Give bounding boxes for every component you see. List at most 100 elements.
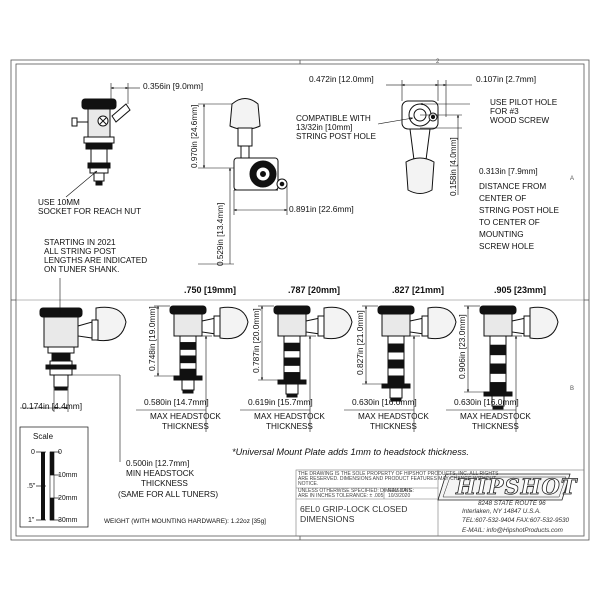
scale-box <box>19 426 89 528</box>
tuner-shank-segment <box>387 351 405 361</box>
grid-mark-a: A <box>570 176 574 182</box>
socket-note-line-2: SOCKET FOR REACH NUT <box>38 207 142 216</box>
rev-date-value: 10/3/2020 <box>388 493 411 499</box>
rear-view-dimensions <box>386 80 472 195</box>
tuner-shank-segment <box>283 357 301 366</box>
tuner-shank-segment <box>179 342 197 350</box>
tuner-button <box>427 306 457 340</box>
tuner-post <box>181 379 195 391</box>
variant-shank-label: 0.787in [20.0mm] <box>251 308 261 373</box>
compatible-note-line-2: 13/32in [10mm] <box>296 123 353 132</box>
min-thickness-line-3: THICKNESS <box>141 479 188 488</box>
tuner-shank-segment <box>489 363 507 374</box>
tuner-shank-segment <box>489 335 507 346</box>
tuner-post-tip <box>182 389 194 394</box>
height-post-label: 0.529in [13.4mm] <box>216 202 225 266</box>
reach-nut-width-label: 0.356in [9.0mm] <box>143 81 204 91</box>
starting-note-line-3: LENGTHS ARE INDICATED <box>44 256 148 265</box>
variant-max-caption-2: THICKNESS <box>266 422 313 431</box>
weight-label: WEIGHT (WITH MOUNTING HARDWARE): 1.22oz … <box>104 518 266 525</box>
tuner-cap <box>273 305 311 315</box>
hipshot-logo: HIPSHOT <box>456 474 578 500</box>
tuner-cap <box>479 305 517 315</box>
scale-title: Scale <box>33 432 54 441</box>
reach-nut-dimension <box>110 83 140 104</box>
compatible-leader <box>377 117 414 125</box>
variant-max-caption-1: MAX HEADSTOCK <box>460 412 531 421</box>
tuner-shank-segment <box>283 364 301 374</box>
tuner-post <box>285 383 299 395</box>
post-diameter-dimension <box>20 387 69 412</box>
logo-mark <box>437 473 571 501</box>
tuner-washer <box>173 375 203 381</box>
post-diameter-label: 0.174in [4.4mm] <box>22 401 83 411</box>
starting-note-line-1: STARTING IN 2021 <box>44 238 116 247</box>
min-thickness-dimension <box>68 374 121 462</box>
distance-note-line-6: MOUNTING <box>479 230 524 239</box>
front-view-dimensions <box>198 103 288 265</box>
height-total-label: 0.970in [24.6mm] <box>190 104 199 168</box>
fine-print-line-1: THE DRAWING IS THE SOLE PROPERTY OF HIPS… <box>298 471 499 477</box>
pilot-note-line-3: WOOD SCREW <box>490 116 550 125</box>
base-width-label: 0.891in [22.6mm] <box>289 204 354 214</box>
distance-note-line-5: TO CENTER OF <box>479 218 540 227</box>
tuner-button-collar <box>317 315 325 337</box>
tuner-shank-segment <box>283 372 301 381</box>
scale-mm-20: 20mm <box>58 495 78 502</box>
grid-mark-top: 2 <box>436 59 440 65</box>
variant-max-label: 0.619in [15.7mm] <box>248 397 313 407</box>
variant-label: .827 [21mm] <box>392 285 445 295</box>
drawing-title-line-2: DIMENSIONS <box>300 514 355 524</box>
min-thickness-line-4: (SAME FOR ALL TUNERS) <box>118 490 219 499</box>
tuner-shank-segment <box>489 372 507 384</box>
tuner-shank-segment <box>179 355 197 364</box>
compatible-note-line-3: STRING POST HOLE <box>296 132 376 141</box>
tuner-button <box>219 306 249 340</box>
tuner-button-collar <box>523 315 531 337</box>
tuner-button <box>323 306 353 340</box>
tuner-shank-segment <box>179 368 197 377</box>
tuner-shank-segment <box>283 335 301 344</box>
variant-max-label: 0.580in [14.7mm] <box>144 397 209 407</box>
socket-note-line-1: USE 10MM <box>38 198 80 207</box>
tuner-shank-segment <box>179 335 197 344</box>
tuner-front-view <box>229 98 288 191</box>
tuner-shank-segment <box>387 375 405 385</box>
variant-max-label: 0.630in [16.0mm] <box>352 397 417 407</box>
variant-max-caption-1: MAX HEADSTOCK <box>254 412 325 421</box>
tuner-shank-segment <box>179 348 197 357</box>
tuner-body <box>381 313 411 337</box>
starting-note-line-2: ALL STRING POST <box>44 247 117 256</box>
tuner-shank-segment <box>387 335 405 345</box>
address-line-1: 8248 STATE ROUTE 96 <box>478 500 546 507</box>
tuner-cap <box>169 305 207 315</box>
tuner-shank-segment <box>489 344 507 356</box>
tuner-body <box>483 313 513 337</box>
tuner-shank-segment <box>489 382 507 393</box>
grid-mark-b: B <box>570 386 574 392</box>
tuner-side-view <box>71 98 131 186</box>
tuner-button-collar <box>421 315 429 337</box>
variant-shank-label: 0.906in [23.0mm] <box>457 314 467 379</box>
pilot-note-line-2: FOR #3 <box>490 107 519 116</box>
distance-note-line-1: 0.313in [7.9mm] <box>479 167 538 176</box>
socket-leader <box>65 170 98 198</box>
address-line-3: TEL:607-532-9404 FAX:607-532-9530 <box>462 517 570 524</box>
tolerance-line-2: ARE IN INCHES TOLERANCE: ± .005 <box>298 493 384 499</box>
distance-note-line-2: DISTANCE FROM <box>479 182 547 191</box>
variant-shank-label: 0.748in [19.0mm] <box>147 306 157 371</box>
tuner-button <box>529 306 559 340</box>
tuner-shank-segment <box>387 343 405 353</box>
rev-date-label: REV DATE: <box>388 488 415 494</box>
scale-mm-10: 10mm <box>58 472 78 479</box>
tuner-washer <box>483 391 513 397</box>
variant-max-caption-2: THICKNESS <box>472 422 519 431</box>
tuner-washer <box>277 379 307 385</box>
variant-label: .905 [23mm] <box>494 285 547 295</box>
scale-mm-30: 30mm <box>58 517 78 524</box>
min-thickness-line-2: MIN HEADSTOCK <box>126 469 195 478</box>
variant-max-caption-1: MAX HEADSTOCK <box>358 412 429 421</box>
pilot-offset-label: 0.107in [2.7mm] <box>476 74 537 84</box>
fine-print-line-3: NOTICE. <box>298 481 319 487</box>
